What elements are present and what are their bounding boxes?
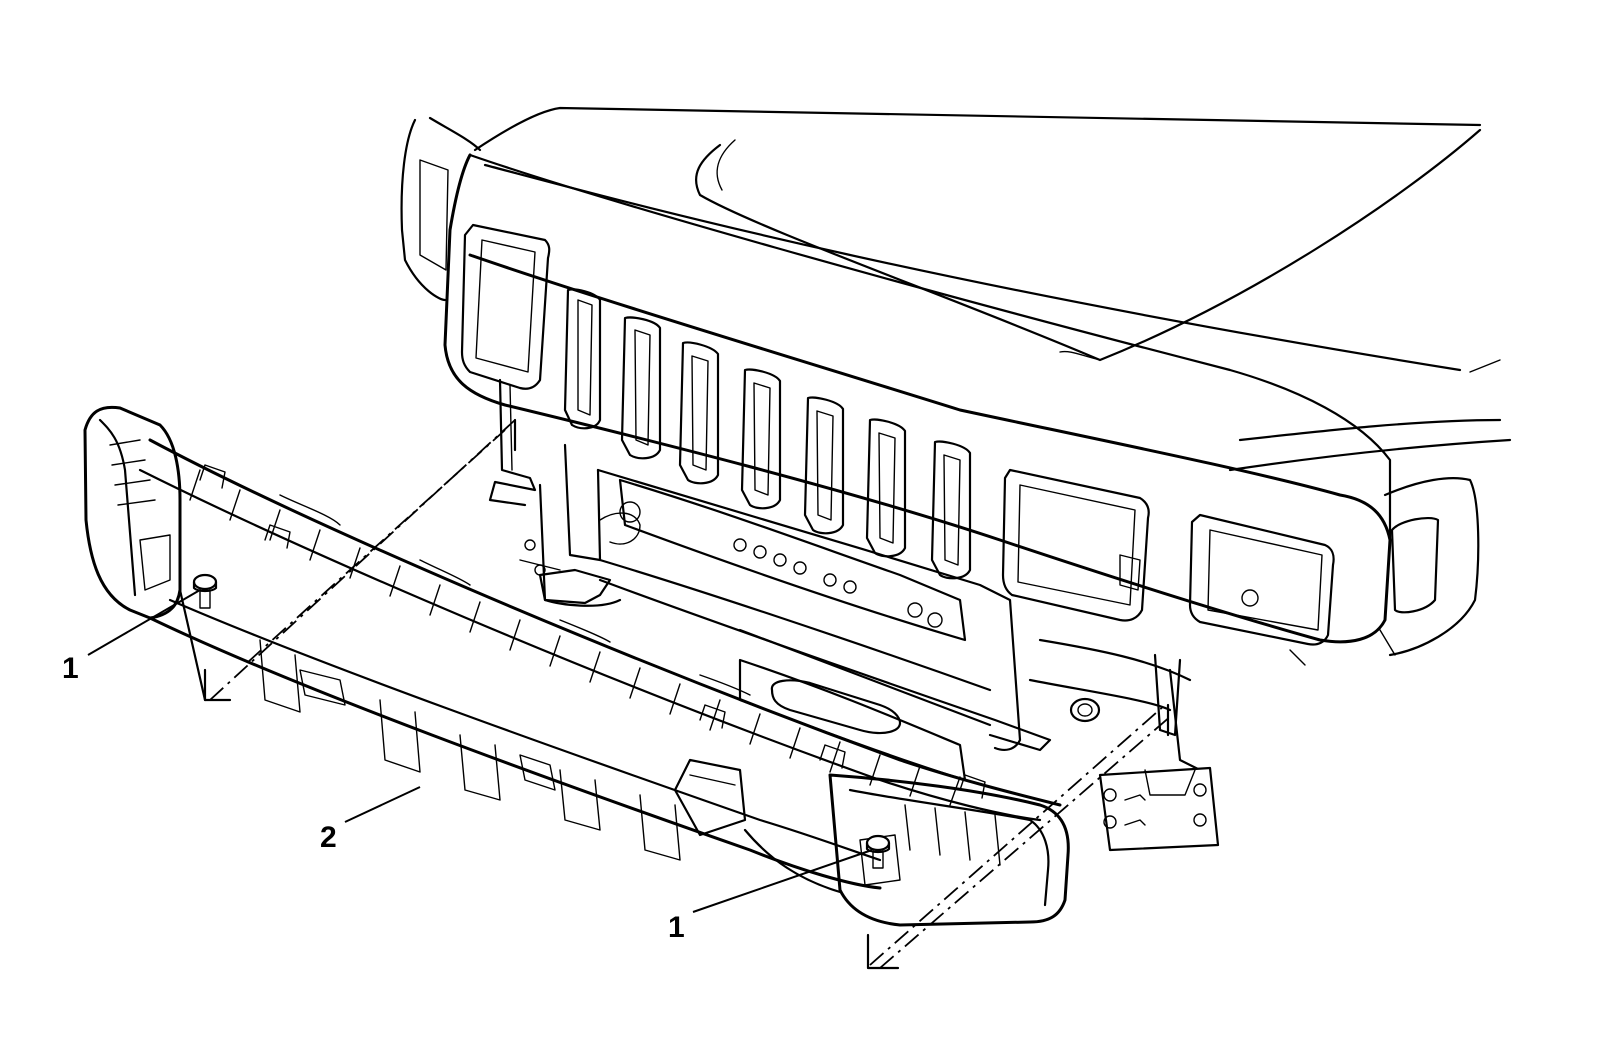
callout-2: 2 (320, 821, 337, 854)
callout-1-right: 1 (668, 911, 685, 944)
leader-line-1-left (87, 589, 201, 656)
leader-line-2 (344, 786, 421, 823)
bumper-ribs (189, 469, 961, 806)
front-grille (400, 116, 1480, 657)
callout-1-left: 1 (62, 652, 79, 685)
front-bumper (83, 405, 1070, 927)
radiator-support-frame (488, 378, 1306, 852)
callouts: 1 2 1 (62, 589, 873, 944)
leader-line-1-right (692, 849, 873, 913)
bolt-left (192, 573, 218, 609)
bolt-right (865, 834, 891, 869)
alignment-lines (203, 418, 1173, 970)
grille-slots (563, 288, 972, 580)
